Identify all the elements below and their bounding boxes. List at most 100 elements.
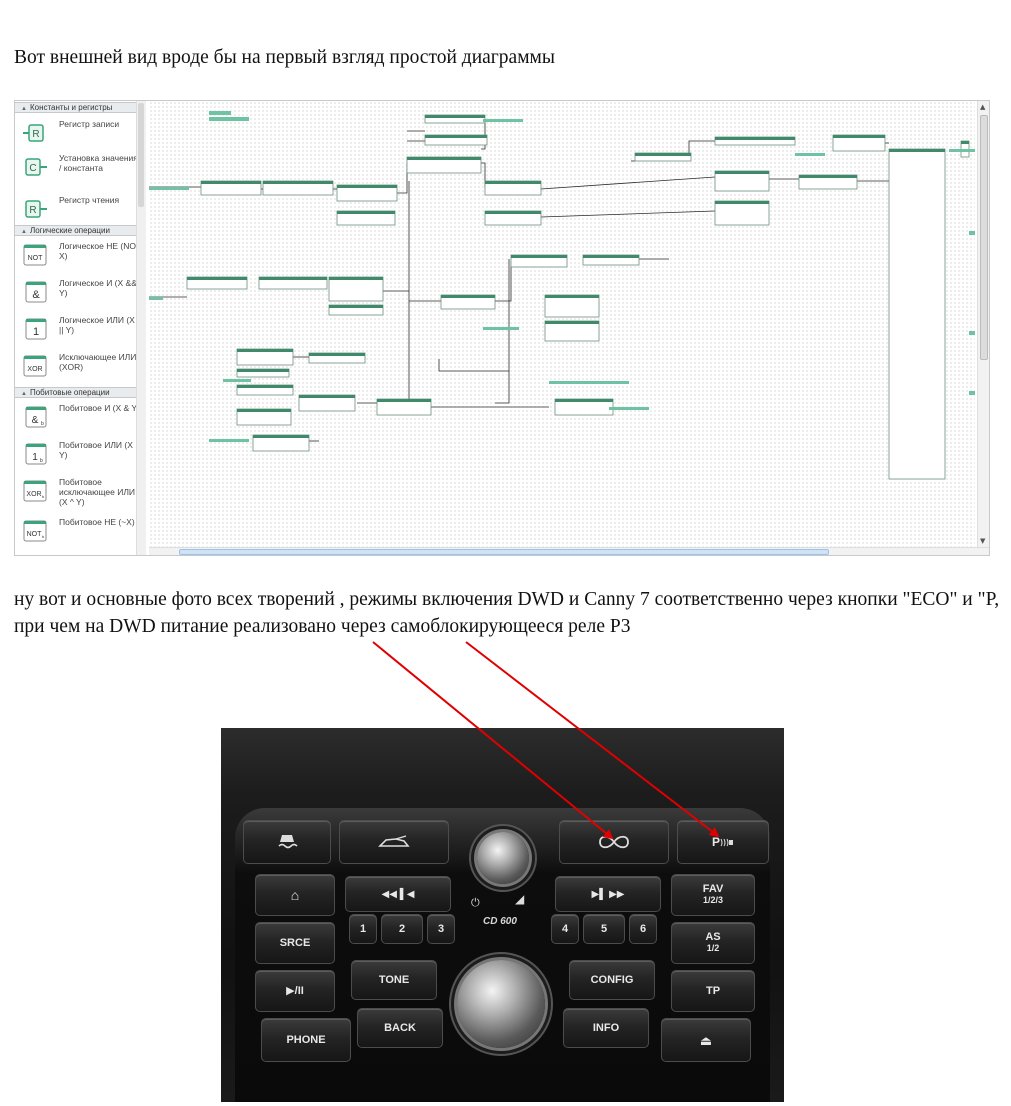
play-pause-icon: ▶/II: [286, 984, 304, 997]
scroll-thumb[interactable]: [980, 115, 988, 360]
logic-block-header: [889, 149, 945, 152]
description-text: ну вот и основные фото всех творений , р…: [14, 589, 1000, 637]
park-assist-icon: [720, 838, 733, 847]
park-assist-button[interactable]: P: [677, 820, 769, 864]
logic-block-header: [441, 295, 495, 298]
wire-label-stub: [949, 149, 975, 152]
preset-3-button[interactable]: 3: [427, 914, 455, 944]
home-button[interactable]: ⌂: [255, 874, 335, 916]
logic-block-header: [635, 153, 691, 156]
or-gate-icon: 1: [25, 318, 47, 340]
logic-block-header: [715, 137, 795, 140]
scroll-thumb[interactable]: [138, 103, 144, 207]
traction-button[interactable]: [243, 820, 331, 864]
preset-2-button[interactable]: 2: [381, 914, 423, 944]
preset-4-button[interactable]: 4: [551, 914, 579, 944]
palette-item-read-register[interactable]: R Регистр чтения: [23, 193, 141, 227]
play-pause-button[interactable]: ▶/II: [255, 970, 335, 1012]
wire-label-stub: [149, 187, 189, 190]
logic-block-header: [715, 201, 769, 204]
menu-knob[interactable]: [457, 960, 545, 1048]
eco-button[interactable]: [559, 820, 669, 864]
collapse-icon: ▲: [21, 391, 27, 397]
logic-block-header: [329, 305, 383, 308]
scroll-thumb[interactable]: [179, 549, 829, 555]
logic-block-header: [187, 277, 247, 280]
scroll-up-icon[interactable]: ▲: [980, 103, 986, 111]
svg-text:C: C: [29, 163, 36, 174]
logic-block-header: [237, 349, 293, 352]
tone-button[interactable]: TONE: [351, 960, 437, 1000]
wire-label-stub: [149, 297, 163, 300]
svg-text:NOT: NOT: [27, 531, 43, 538]
palette-item-xor[interactable]: XOR Исключающее ИЛИ (XOR): [23, 350, 141, 384]
tp-button[interactable]: TP: [671, 970, 755, 1012]
info-button[interactable]: INFO: [563, 1008, 649, 1048]
prev-track-button[interactable]: ◀◀ ▌◀: [345, 876, 451, 912]
bitwise-and-icon: &b: [25, 406, 47, 428]
logic-block-header: [485, 211, 541, 214]
srce-button[interactable]: SRCE: [255, 922, 335, 964]
power-volume-knob[interactable]: [477, 832, 529, 884]
palette-item-constant[interactable]: C Установка значения / константа: [23, 151, 141, 191]
horizontal-scrollbar[interactable]: [149, 547, 989, 555]
preset-6-button[interactable]: 6: [629, 914, 657, 944]
collapse-icon: ▲: [21, 106, 27, 112]
trunk-button[interactable]: [339, 820, 449, 864]
config-button[interactable]: CONFIG: [569, 960, 655, 1000]
rewind-icon: ◀◀ ▌◀: [381, 888, 415, 900]
wire: [540, 176, 716, 190]
car-trunk-icon: [378, 835, 410, 847]
wire-label-stub: [969, 331, 975, 335]
svg-text:b: b: [41, 421, 44, 427]
logic-block-header: [337, 185, 397, 188]
eject-button[interactable]: ⏏: [661, 1018, 751, 1062]
preset-1-button[interactable]: 1: [349, 914, 377, 944]
logic-block-header: [237, 409, 291, 412]
logic-block-header: [299, 395, 355, 398]
logic-block-header: [485, 181, 541, 184]
phone-button[interactable]: PHONE: [261, 1018, 351, 1062]
palette-item-or[interactable]: 1 Логическое ИЛИ (X || Y): [23, 313, 141, 347]
palette-item-not[interactable]: NOT Логическое НЕ (NOT X): [23, 239, 141, 273]
wire: [481, 162, 486, 187]
intro-text: Вот внешней вид вроде бы на первый взгля…: [14, 47, 555, 68]
palette-section-bitwise[interactable]: ▲Побитовые операции: [15, 387, 139, 398]
palette-scrollbar[interactable]: [136, 101, 146, 555]
logic-block-header: [237, 369, 289, 372]
wire: [495, 259, 510, 404]
palette-section-constants[interactable]: ▲Константы и регистры: [15, 102, 139, 113]
eject-icon: ⏏: [699, 1032, 713, 1048]
vertical-scrollbar[interactable]: ▲▼: [977, 101, 989, 547]
svg-text:XOR: XOR: [26, 491, 41, 498]
logic-block-header: [425, 135, 487, 138]
logic-block: [328, 276, 384, 302]
fast-forward-icon: ▶▌ ▶▶: [591, 888, 625, 900]
palette-item-write-register[interactable]: R Регистр записи: [23, 117, 141, 151]
logic-block: [888, 148, 946, 480]
logic-block-header: [337, 211, 395, 214]
next-track-button[interactable]: ▶▌ ▶▶: [555, 876, 661, 912]
logic-block-header: [545, 295, 599, 298]
svg-text:R: R: [32, 129, 39, 140]
back-button[interactable]: BACK: [357, 1008, 443, 1048]
block-palette: ▲Константы и регистры R Регистр записи C…: [15, 101, 146, 555]
palette-section-logic[interactable]: ▲Логические операции: [15, 225, 139, 236]
logic-block-header: [263, 181, 333, 184]
constant-icon: C: [25, 158, 47, 176]
logic-block-header: [799, 175, 857, 178]
palette-item-and[interactable]: & Логическое И (X && Y): [23, 276, 141, 310]
svg-text:b: b: [42, 494, 45, 499]
wire-label-stub: [795, 153, 825, 156]
preset-5-button[interactable]: 5: [583, 914, 625, 944]
logic-block-header: [583, 255, 639, 258]
xor-gate-icon: XOR: [23, 355, 47, 377]
scroll-down-icon[interactable]: ▼: [980, 537, 986, 545]
palette-item-bitwise-and[interactable]: &b Побитовое И (X & Y): [23, 401, 141, 435]
diagram-canvas[interactable]: [149, 101, 975, 547]
